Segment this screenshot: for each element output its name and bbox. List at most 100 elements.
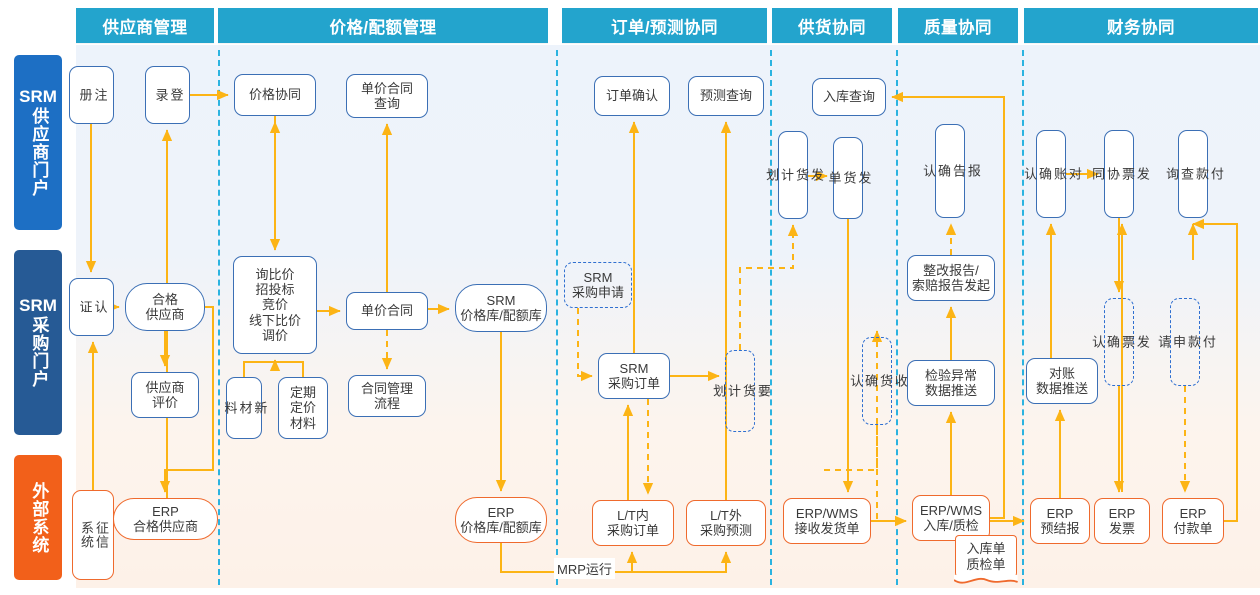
node-price-collaboration[interactable]: 价格协同	[234, 74, 316, 116]
node-erp-invoice[interactable]: ERP 发票	[1094, 498, 1150, 544]
node-label: 入库单 质检单	[966, 541, 1006, 572]
column-header-6[interactable]: 财务协同	[1024, 8, 1258, 43]
column-header-5[interactable]: 质量协同	[898, 8, 1018, 43]
node-label: 新 材 料	[222, 401, 268, 415]
column-separator-3	[770, 50, 772, 585]
node-reconcile-confirm[interactable]: 对 账 确 认	[1022, 130, 1082, 218]
node-payment-query[interactable]: 付 款 查 询	[1164, 130, 1224, 218]
node-credit-system[interactable]: 征信 系统	[72, 490, 114, 580]
node-label: 检验异常 数据推送	[924, 367, 977, 398]
swimlane-label: 采购门户	[29, 316, 49, 389]
node-srm-purchase-request[interactable]: SRM 采购申请	[564, 262, 632, 308]
swimlane-label: 供应商门户	[29, 107, 49, 198]
node-quote-bid-box[interactable]: 询比价 招投标 竞价 线下比价 调价	[233, 256, 317, 354]
node-label: 付 款 查 询	[1164, 167, 1224, 181]
document-wave-edge	[953, 575, 1019, 588]
node-register[interactable]: 注 册	[69, 66, 114, 124]
node-inspect-abnormal-push[interactable]: 检验异常 数据推送	[907, 360, 995, 406]
column-separator-4	[896, 50, 898, 585]
node-label: 发 票 协 同	[1090, 167, 1150, 181]
node-login[interactable]: 登 录	[145, 66, 190, 124]
node-srm-price-quota-lib[interactable]: SRM 价格库/配额库	[455, 284, 547, 332]
node-rectify-claim-report[interactable]: 整改报告/ 索赔报告发起	[907, 255, 995, 301]
node-erp-qualified-supplier[interactable]: ERP 合格供应商	[113, 498, 218, 540]
swimlane-abbr: SRM	[19, 86, 57, 106]
node-erp-price-quota-lib[interactable]: ERP 价格库/配额库	[455, 497, 547, 543]
node-inbound-query[interactable]: 入库查询	[812, 78, 886, 116]
column-header-4[interactable]: 供货协同	[772, 8, 892, 43]
node-lt-out-purchase-forecast[interactable]: L/T外 采购预测	[686, 500, 766, 546]
node-invoice-confirm[interactable]: 发 票 确 认	[1090, 298, 1150, 386]
node-label: 注 册	[77, 88, 108, 102]
node-reconcile-data-push[interactable]: 对账 数据推送	[1026, 358, 1098, 404]
node-label: 订单确认	[605, 88, 658, 104]
node-label: ERP 付款单	[1173, 505, 1213, 536]
node-label: 单价合同	[360, 303, 413, 319]
node-label: 对账 数据推送	[1035, 365, 1088, 396]
node-label: ERP 预结报	[1040, 505, 1080, 536]
column-header-3[interactable]: 订单/预测协同	[562, 8, 767, 43]
node-label: 对 账 确 认	[1022, 167, 1082, 181]
swimlane-abbr: SRM	[19, 295, 57, 315]
column-separator-5	[1022, 50, 1024, 585]
node-delivery-plan[interactable]: 发 货 计 划	[764, 131, 824, 219]
node-erp-payment-note[interactable]: ERP 付款单	[1162, 498, 1224, 544]
node-erp-presettlement[interactable]: ERP 预结报	[1030, 498, 1090, 544]
node-goods-demand-plan[interactable]: 要 货 计 划	[711, 350, 771, 432]
swimlane-label: 外部系统	[29, 481, 49, 554]
node-label: SRM 采购订单	[607, 360, 660, 391]
node-forecast-query[interactable]: 预测查询	[688, 76, 764, 116]
node-label: 价格协同	[248, 87, 301, 103]
node-delivery-note[interactable]: 发 货 单	[827, 137, 871, 219]
node-label: 整改报告/ 索赔报告发起	[911, 262, 990, 293]
node-lt-in-purchase-order[interactable]: L/T内 采购订单	[592, 500, 674, 546]
node-label: 定期 定价 材料	[289, 385, 316, 431]
node-label: 报 告 确 认	[921, 164, 981, 178]
node-label: 入库查询	[822, 89, 875, 105]
node-contract-mgmt-process[interactable]: 合同管理 流程	[348, 375, 426, 417]
node-srm-purchase-order[interactable]: SRM 采购订单	[598, 353, 670, 399]
node-order-confirm[interactable]: 订单确认	[594, 76, 670, 116]
node-label: L/T内 采购订单	[606, 507, 659, 538]
node-supplier-evaluation[interactable]: 供应商 评价	[131, 372, 199, 418]
node-fixed-price-material[interactable]: 定期 定价 材料	[278, 377, 328, 439]
node-label: 合同管理 流程	[360, 380, 413, 411]
node-receipt-confirm[interactable]: 收 货 确 认	[848, 337, 908, 425]
node-label: 发 票 确 认	[1090, 335, 1150, 349]
column-header-2[interactable]: 价格/配额管理	[218, 8, 548, 43]
node-label: ERP 合格供应商	[132, 503, 198, 534]
node-label: 发 货 计 划	[764, 168, 824, 182]
node-new-material[interactable]: 新 材 料	[223, 377, 267, 439]
node-payment-request[interactable]: 付 款 申 请	[1156, 298, 1216, 386]
column-separator-1	[218, 50, 220, 585]
node-inbound-qc-doc[interactable]: 入库单 质检单	[953, 535, 1019, 584]
swimlane-external-system: 外部系统	[14, 455, 62, 580]
node-label: 预测查询	[699, 88, 752, 104]
node-label: 询比价 招投标 竞价 线下比价 调价	[248, 266, 301, 343]
node-label: 付 款 申 请	[1156, 335, 1216, 349]
node-label: ERP 价格库/配额库	[460, 504, 542, 535]
node-label: 征信 系统	[79, 521, 109, 549]
node-label: L/T外 采购预测	[699, 507, 752, 538]
node-label: 认 证	[77, 300, 108, 314]
node-certification[interactable]: 认 证	[69, 278, 114, 336]
page-bottom-edge	[0, 588, 1260, 595]
node-label: 发 货 单	[826, 171, 872, 185]
node-label: 合格 供应商	[145, 291, 185, 322]
node-report-confirm[interactable]: 报 告 确 认	[921, 124, 981, 218]
node-unit-price-contract-query[interactable]: 单价合同 查询	[346, 74, 428, 118]
column-header-1[interactable]: 供应商管理	[76, 8, 214, 43]
node-label: 单价合同 查询	[360, 80, 413, 111]
node-qualified-supplier[interactable]: 合格 供应商	[125, 283, 205, 331]
node-erp-wms-receive-note[interactable]: ERP/WMS 接收发货单	[783, 498, 871, 544]
node-unit-price-contract[interactable]: 单价合同	[346, 292, 428, 330]
node-invoice-collaboration[interactable]: 发 票 协 同	[1090, 130, 1150, 218]
node-label: 收 货 确 认	[848, 374, 908, 388]
node-label: ERP/WMS 接收发货单	[794, 505, 860, 536]
column-separator-2	[556, 50, 558, 585]
node-label: 登 录	[153, 88, 184, 102]
node-label: SRM 价格库/配额库	[460, 292, 542, 323]
node-label: 供应商 评价	[145, 379, 185, 410]
node-label: ERP 发票	[1108, 505, 1136, 536]
